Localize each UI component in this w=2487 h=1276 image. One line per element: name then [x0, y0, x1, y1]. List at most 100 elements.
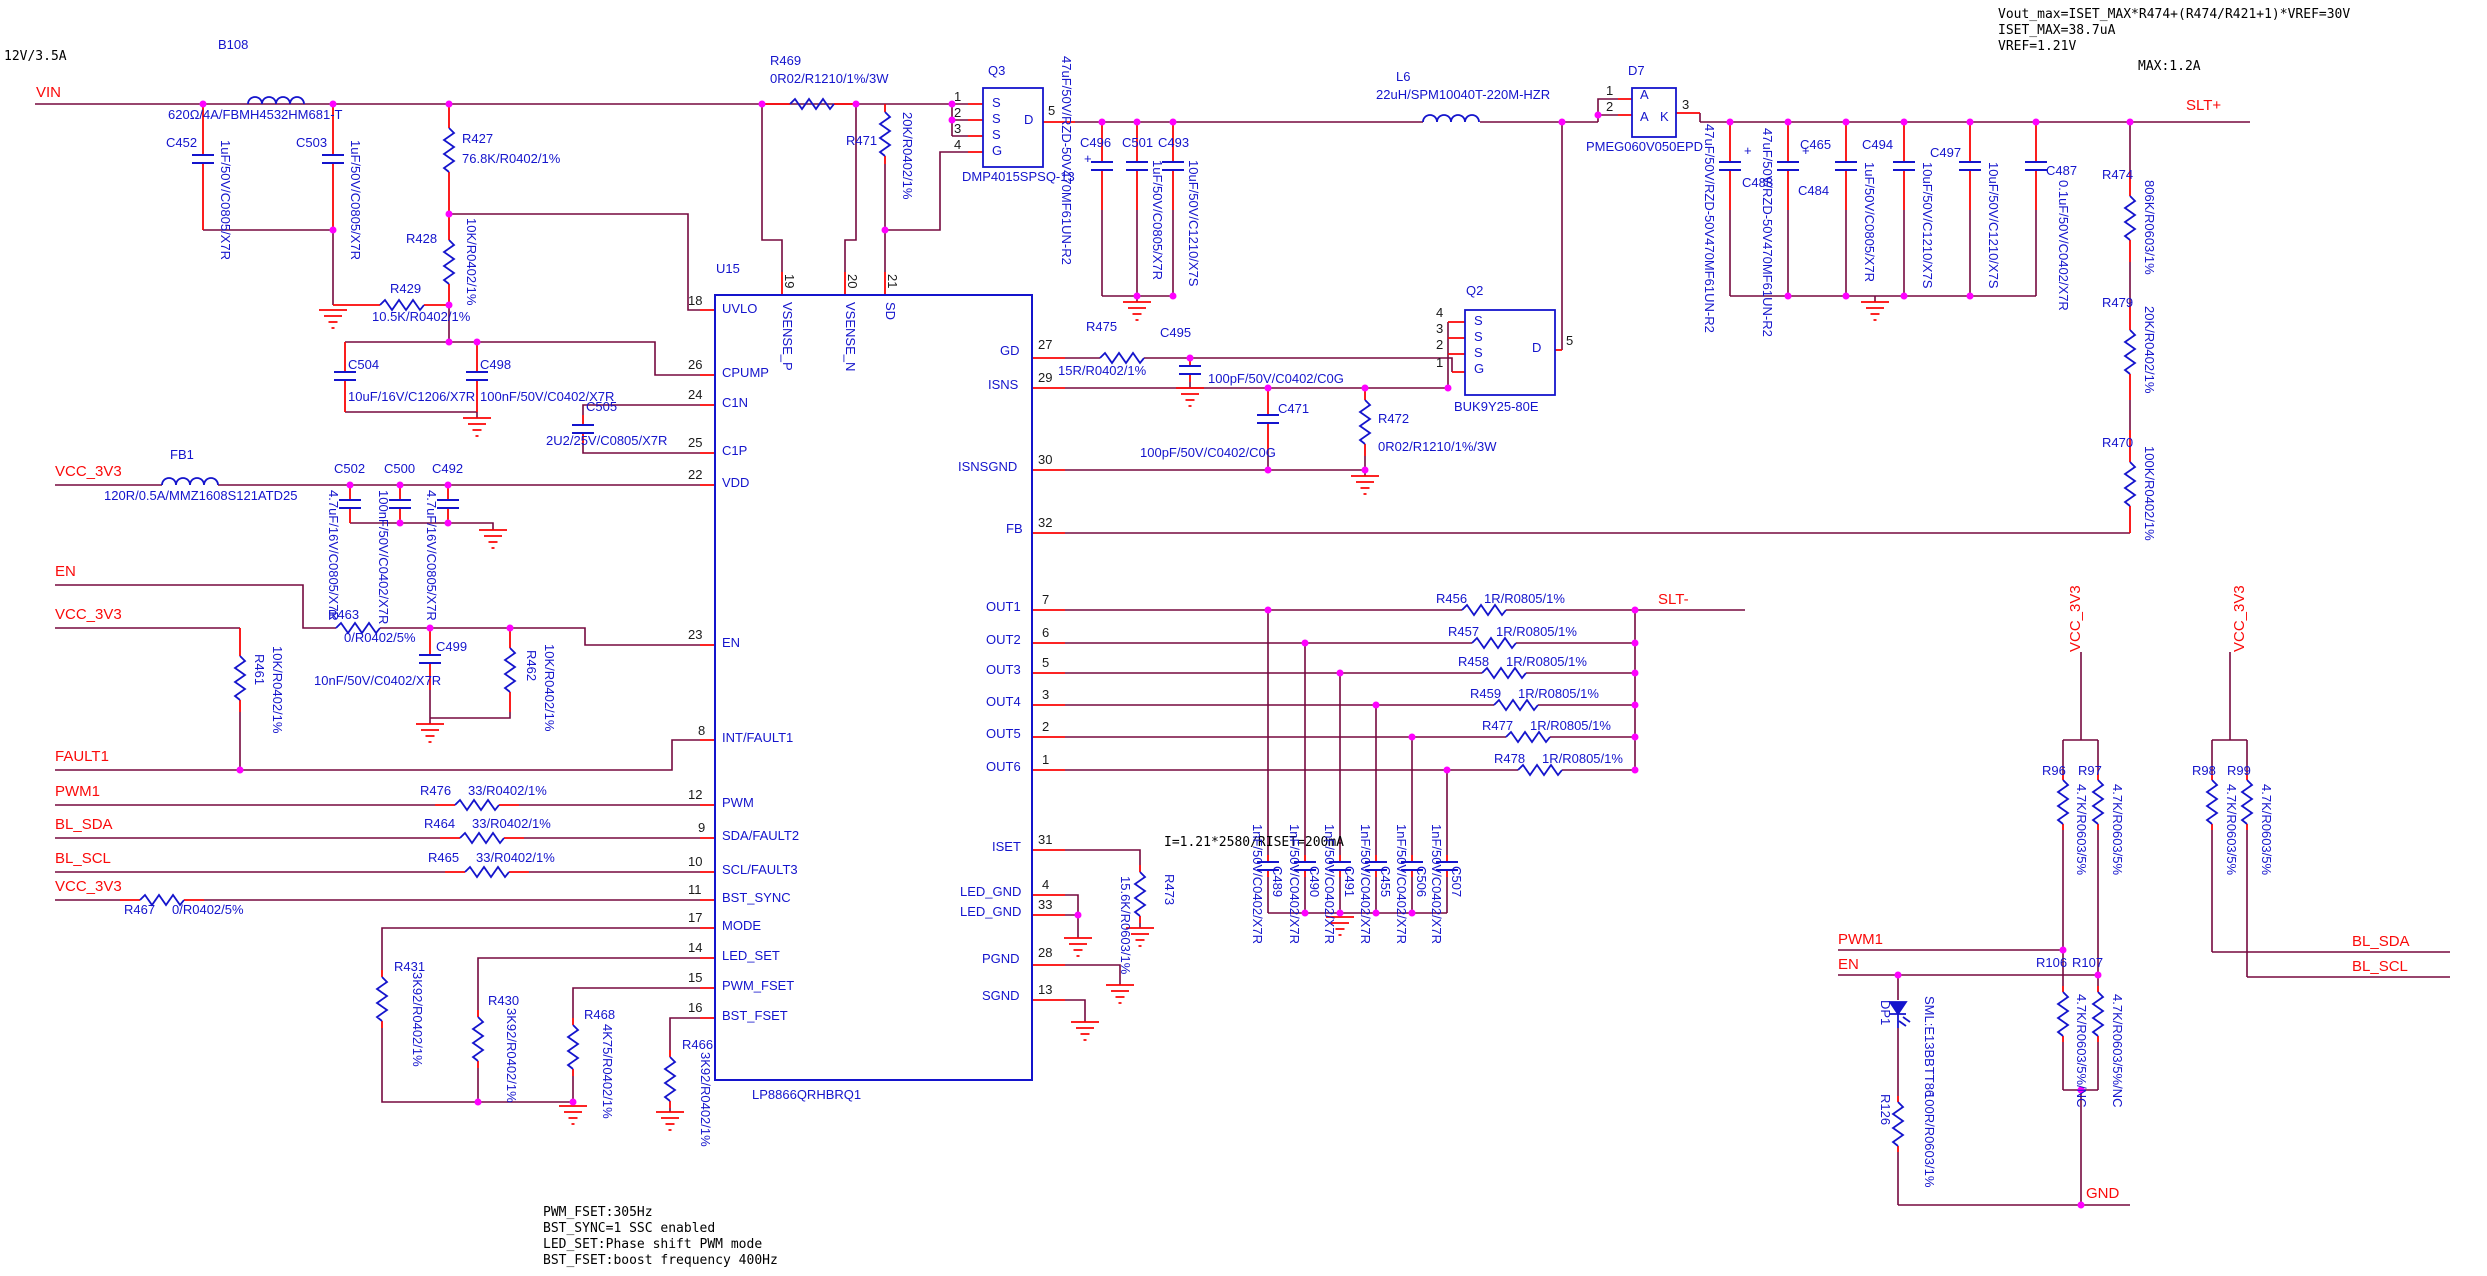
ref-C490: C490 [1307, 866, 1322, 898]
resistor-symbols-vertical [234, 111, 2253, 1147]
ref-C503: C503 [296, 135, 328, 150]
val-R473: 15.6K/R0603/1% [1118, 876, 1133, 975]
ref-R456: R456 [1436, 591, 1468, 606]
val-C505: 2U2/25V/C0805/X7R [546, 433, 668, 448]
ref-C494: C494 [1862, 137, 1894, 152]
val-C504: 10uF/16V/C1206/X7R [348, 389, 476, 404]
ref-C507: C507 [1449, 866, 1464, 898]
plus-C484: + [1802, 143, 1810, 158]
net-vcc3v3-4: VCC_3V3 [2067, 585, 2084, 652]
pn-33: 33 [1038, 897, 1053, 912]
val-C502: 4.7uF/16V/C0805/X7R [326, 490, 341, 621]
ref-R430: R430 [488, 993, 520, 1008]
pin-bst-sync: BST_SYNC [722, 890, 791, 905]
ref-R97: R97 [2078, 763, 2102, 778]
plus-C496: + [1084, 151, 1092, 166]
val-C490: 1nF/50V/C0402/X7R [1287, 824, 1302, 944]
val-C500: 100nF/50V/C0402/X7R [376, 490, 391, 625]
q2-p3: 3 [1436, 321, 1444, 336]
ref-R99: R99 [2227, 763, 2251, 778]
ref-R479: R479 [2102, 295, 2134, 310]
q2-p1: 1 [1436, 355, 1444, 370]
val-Q3: DMP4015SPSQ-13 [962, 169, 1075, 184]
net-pwm1-2: PWM1 [1838, 931, 1883, 948]
val-U15: LP8866QRHBRQ1 [752, 1087, 862, 1102]
d7-p1: 1 [1606, 83, 1614, 98]
pn-21: 21 [885, 274, 900, 289]
val-R462: 10K/R0402/1% [542, 644, 557, 732]
net-fault1: FAULT1 [55, 748, 109, 765]
transistor-q3-box [982, 87, 1044, 168]
ref-C498: C498 [480, 357, 512, 372]
q2-s1: S [1474, 313, 1483, 328]
pin-c1n: C1N [722, 395, 749, 410]
net-bl-scl-1: BL_SCL [55, 850, 111, 867]
ref-R468: R468 [584, 1007, 616, 1022]
val-C501: 1uF/50V/C0805/X7R [1150, 160, 1165, 280]
val-R106: 4.7K/R0603/5%/NC [2074, 994, 2089, 1108]
net-vcc3v3-3: VCC_3V3 [55, 878, 122, 895]
ref-C506: C506 [1414, 866, 1429, 898]
val-C492: 4.7uF/16V/C0805/X7R [424, 490, 439, 621]
val-R466: 3K92/R0402/1% [698, 1052, 713, 1147]
ref-R428: R428 [406, 231, 438, 246]
q3-p2: 2 [954, 105, 962, 120]
ref-C495: C495 [1160, 325, 1192, 340]
pin-gd: GD [1000, 343, 1020, 358]
val-R458: 1R/R0805/1% [1506, 654, 1587, 669]
val-R471: 20K/R0402/1% [900, 112, 915, 200]
val-R464: 33/R0402/1% [472, 816, 551, 831]
ref-C502: C502 [334, 461, 366, 476]
ref-FB1: FB1 [170, 447, 194, 462]
pn-31: 31 [1038, 832, 1053, 847]
pin-out3: OUT3 [986, 662, 1021, 677]
pn-6: 6 [1042, 625, 1050, 640]
ref-R466: R466 [682, 1037, 714, 1052]
ref-L6: L6 [1396, 69, 1411, 84]
val-R459: 1R/R0805/1% [1518, 686, 1599, 701]
pin-out5: OUT5 [986, 726, 1021, 741]
note-iset-max: ISET_MAX=38.7uA [1998, 23, 2116, 38]
ref-R471: R471 [846, 133, 878, 148]
ref-C471: C471 [1278, 401, 1310, 416]
q2-p4: 4 [1436, 305, 1444, 320]
pn-2: 2 [1042, 719, 1050, 734]
net-bl-sda-1: BL_SDA [55, 816, 113, 833]
val-C484: 47uF/50V/RZD-50V470MF61UN-R2 [1760, 128, 1775, 337]
pn-3: 3 [1042, 687, 1050, 702]
val-R96: 4.7K/R0603/5% [2074, 784, 2089, 876]
val-R126: 100R/R0603/1% [1922, 1092, 1937, 1188]
ref-Q2: Q2 [1466, 283, 1484, 298]
q3-g: G [992, 143, 1003, 158]
pn-18: 18 [688, 293, 703, 308]
val-C496: 47uF/50V/RZD-50V470MF61UN-R2 [1059, 56, 1074, 265]
val-R463: 0/R0402/5% [344, 630, 416, 645]
val-R472: 0R02/R1210/1%/3W [1378, 439, 1497, 454]
net-vcc3v3-1: VCC_3V3 [55, 463, 122, 480]
ref-R459: R459 [1470, 686, 1502, 701]
ref-R475: R475 [1086, 319, 1118, 334]
ref-R98: R98 [2192, 763, 2216, 778]
val-R475: 15R/R0402/1% [1058, 363, 1147, 378]
ref-R431: R431 [394, 959, 426, 974]
val-D7: PMEG060V050EPD [1586, 139, 1704, 154]
note-iset-formula: I=1.21*2580/RISET=200mA [1164, 835, 1345, 850]
pin-int-fault1: INT/FAULT1 [722, 730, 794, 745]
q3-s3: S [992, 127, 1001, 142]
val-C494: 10uF/50V/C1210/X7S [1920, 162, 1935, 289]
pn-27: 27 [1038, 337, 1053, 352]
pin-iset: ISET [992, 839, 1021, 854]
ref-R106: R106 [2036, 955, 2068, 970]
pn-8: 8 [698, 723, 706, 738]
val-C499: 10nF/50V/C0402/X7R [314, 673, 442, 688]
val-R430: 3K92/R0402/1% [504, 1008, 519, 1103]
ic-u15-box [714, 294, 1033, 1081]
val-C471: 100pF/50V/C0402/C0G [1140, 445, 1276, 460]
ref-R461: R461 [252, 654, 267, 686]
pin-out6: OUT6 [986, 759, 1021, 774]
note-bst-sync: BST_SYNC=1 SSC enabled [543, 1221, 716, 1236]
pn-16: 16 [688, 1000, 703, 1015]
ref-C501: C501 [1122, 135, 1154, 150]
ref-R126: R126 [1878, 1094, 1893, 1126]
note-vout-max: Vout_max=ISET_MAX*R474+(R474/R421+1)*VRE… [1998, 7, 2351, 22]
